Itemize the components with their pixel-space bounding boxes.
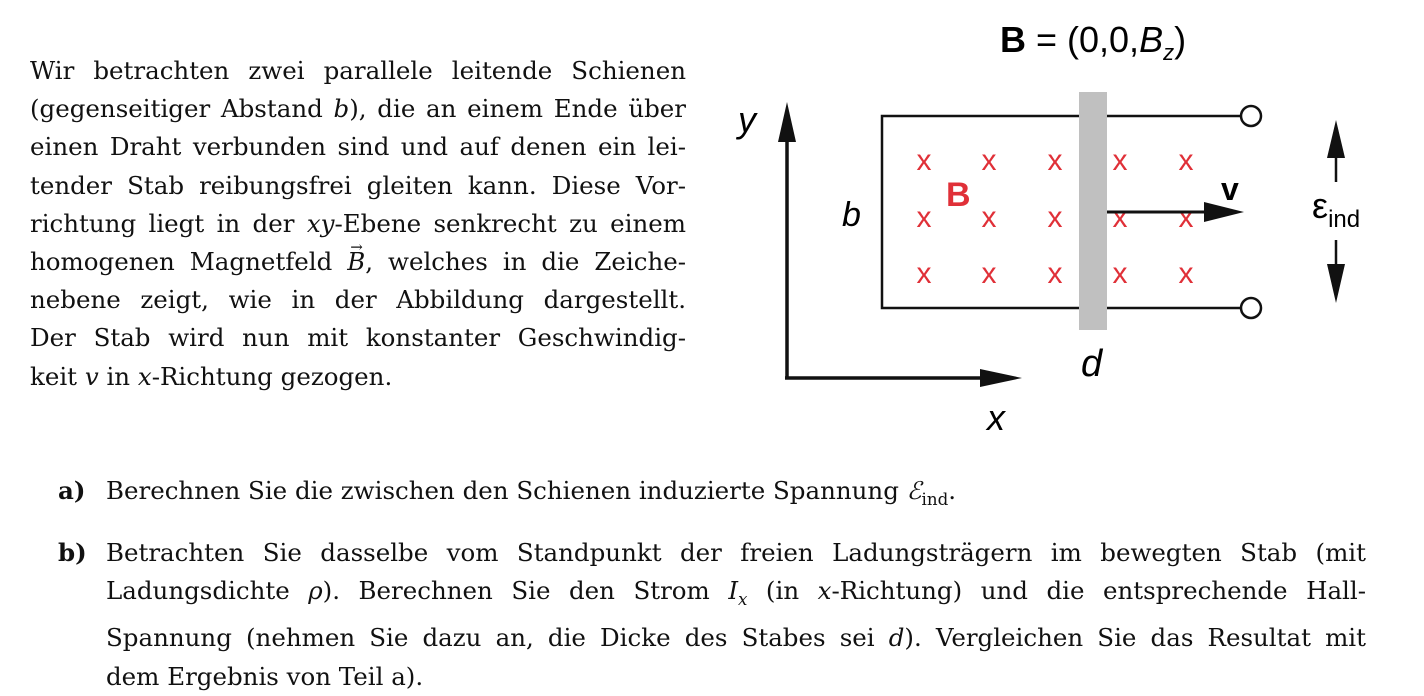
text-line: keit v in x-Richtung gezogen. [30,358,686,396]
text-segment: Ladungsdichte [106,576,309,606]
label-distance-b: b [842,196,861,234]
text-segment: (in [747,576,818,606]
math-subscript: x [738,590,748,610]
text-segment: Berechnen Sie die zwischen den Schienen … [106,476,907,505]
vector-symbol: B→ [347,238,366,281]
text-segment: . [948,476,957,505]
emf-arrow-up-head [1327,120,1345,158]
math-symbol: b [333,94,350,124]
math-symbol: ℰ [906,476,922,505]
text-segment: richtung liegt in der [30,208,307,238]
field-cross: x [1179,201,1194,234]
text-segment: nebene zeigt, wie in der Abbildung darge… [30,285,686,315]
text-segment: , welches in die Zeiche- [365,247,686,277]
text-segment: ). Berechnen Sie den Strom [322,576,729,606]
task-a-label: a) [58,476,86,505]
text-segment: dem Ergebnis von Teil a). [106,661,424,691]
math-symbol: x [817,576,832,606]
text-segment: tender Stab reibungsfrei gleiten kann. D… [30,170,686,200]
task-b-label: b) [58,538,87,567]
y-axis-label: y [735,99,758,140]
field-cross: x [1179,257,1194,290]
field-eq-B: B [1000,19,1026,60]
field-equation: B = (0,0,Bz) [1000,19,1186,65]
text-line: tender Stab reibungsfrei gleiten kann. D… [30,167,686,205]
velocity-arrowhead [1204,202,1244,222]
task-b-text: Betrachten Sie dasselbe vom Standpunkt d… [106,534,1366,696]
math-symbol: xy [306,208,335,238]
text-segment: ), die an einem Ende über [349,94,687,124]
text-line: nebene zeigt, wie in der Abbildung darge… [30,281,686,319]
vector-arrow-icon: → [350,238,363,257]
math-subscript: ind [921,489,949,509]
math-symbol: I [728,576,738,606]
text-segment: einen Draht verbunden sind und auf denen… [30,132,686,162]
text-line: Der Stab wird nun mit konstanter Geschwi… [30,319,686,357]
math-symbol: v [84,361,99,391]
field-cross: x [1113,257,1128,290]
text-line: dem Ergebnis von Teil a). [106,658,1366,696]
label-field-B: B [946,176,971,214]
text-line: Spannung (nehmen Sie dazu an, die Dicke … [106,619,1366,657]
field-eq-middle: = (0,0, [1026,19,1139,60]
label-velocity-v: v [1221,171,1239,207]
field-cross: x [1048,201,1063,234]
field-cross: x [982,144,997,177]
text-segment: Spannung (nehmen Sie dazu an, die Dicke … [106,623,889,653]
text-segment: -Ebene senkrecht zu einem [334,208,686,238]
text-segment: homogenen Magnetfeld [30,247,348,277]
field-eq-var: B [1139,19,1163,60]
label-emf-sub: ind [1328,206,1360,233]
text-segment: Wir betrachten zwei parallele leitende S… [30,56,686,85]
text-segment: in [98,361,138,391]
text-line: einen Draht verbunden sind und auf denen… [30,128,686,166]
label-thickness-d: d [1081,343,1104,385]
math-symbol: ρ [308,576,323,606]
field-cross: x [1179,144,1194,177]
y-axis-arrowhead [778,102,796,142]
field-cross: x [1113,201,1128,234]
field-cross: x [982,257,997,290]
text-segment: ). Vergleichen Sie das Resultat mit [904,623,1366,653]
terminal-bottom [1239,296,1263,320]
label-emf: εind [1312,185,1360,233]
problem-intro: Wir betrachten zwei parallele leitende S… [30,52,686,396]
field-cross: x [1048,144,1063,177]
rails-and-wire [880,114,1240,310]
text-line: richtung liegt in der xy-Ebene senkrecht… [30,205,686,243]
vector-letter: B [347,247,366,277]
field-cross: x [1048,257,1063,290]
field-eq-suffix: ) [1174,19,1186,60]
x-axis-label: x [985,397,1007,438]
text-line: (gegenseitiger Abstand b), die an einem … [30,90,686,128]
text-line: Ladungsdichte ρ). Berechnen Sie den Stro… [106,572,1366,619]
text-segment: -Richtung) und die entsprechende Hall- [831,576,1367,606]
field-eq-sub: z [1162,40,1174,65]
sliding-rod [1079,92,1107,330]
x-axis-arrowhead [980,369,1022,387]
text-segment: Betrachten Sie dasselbe vom Standpunkt d… [106,538,1366,567]
text-segment: keit [30,361,85,391]
field-cross: x [982,201,997,234]
text-line: Berechnen Sie die zwischen den Schienen … [106,472,1366,519]
terminal-top [1239,104,1263,128]
text-segment: (gegenseitiger Abstand [30,94,334,124]
text-line: Betrachten Sie dasselbe vom Standpunkt d… [106,534,1366,572]
text-line: homogenen Magnetfeld B→, welches in die … [30,238,686,281]
emf-arrow-down-head [1327,264,1345,303]
field-cross: x [917,201,932,234]
math-symbol: d [888,623,905,653]
label-emf-symbol: ε [1312,185,1328,226]
text-segment: Der Stab wird nun mit konstanter Geschwi… [30,323,686,353]
field-cross: x [917,257,932,290]
text-segment: -Richtung gezogen. [151,361,393,391]
task-a-text: Berechnen Sie die zwischen den Schienen … [106,472,1366,519]
math-symbol: x [137,361,152,391]
field-cross: x [1113,144,1128,177]
text-line: Wir betrachten zwei parallele leitende S… [30,52,686,90]
field-cross: x [917,144,932,177]
